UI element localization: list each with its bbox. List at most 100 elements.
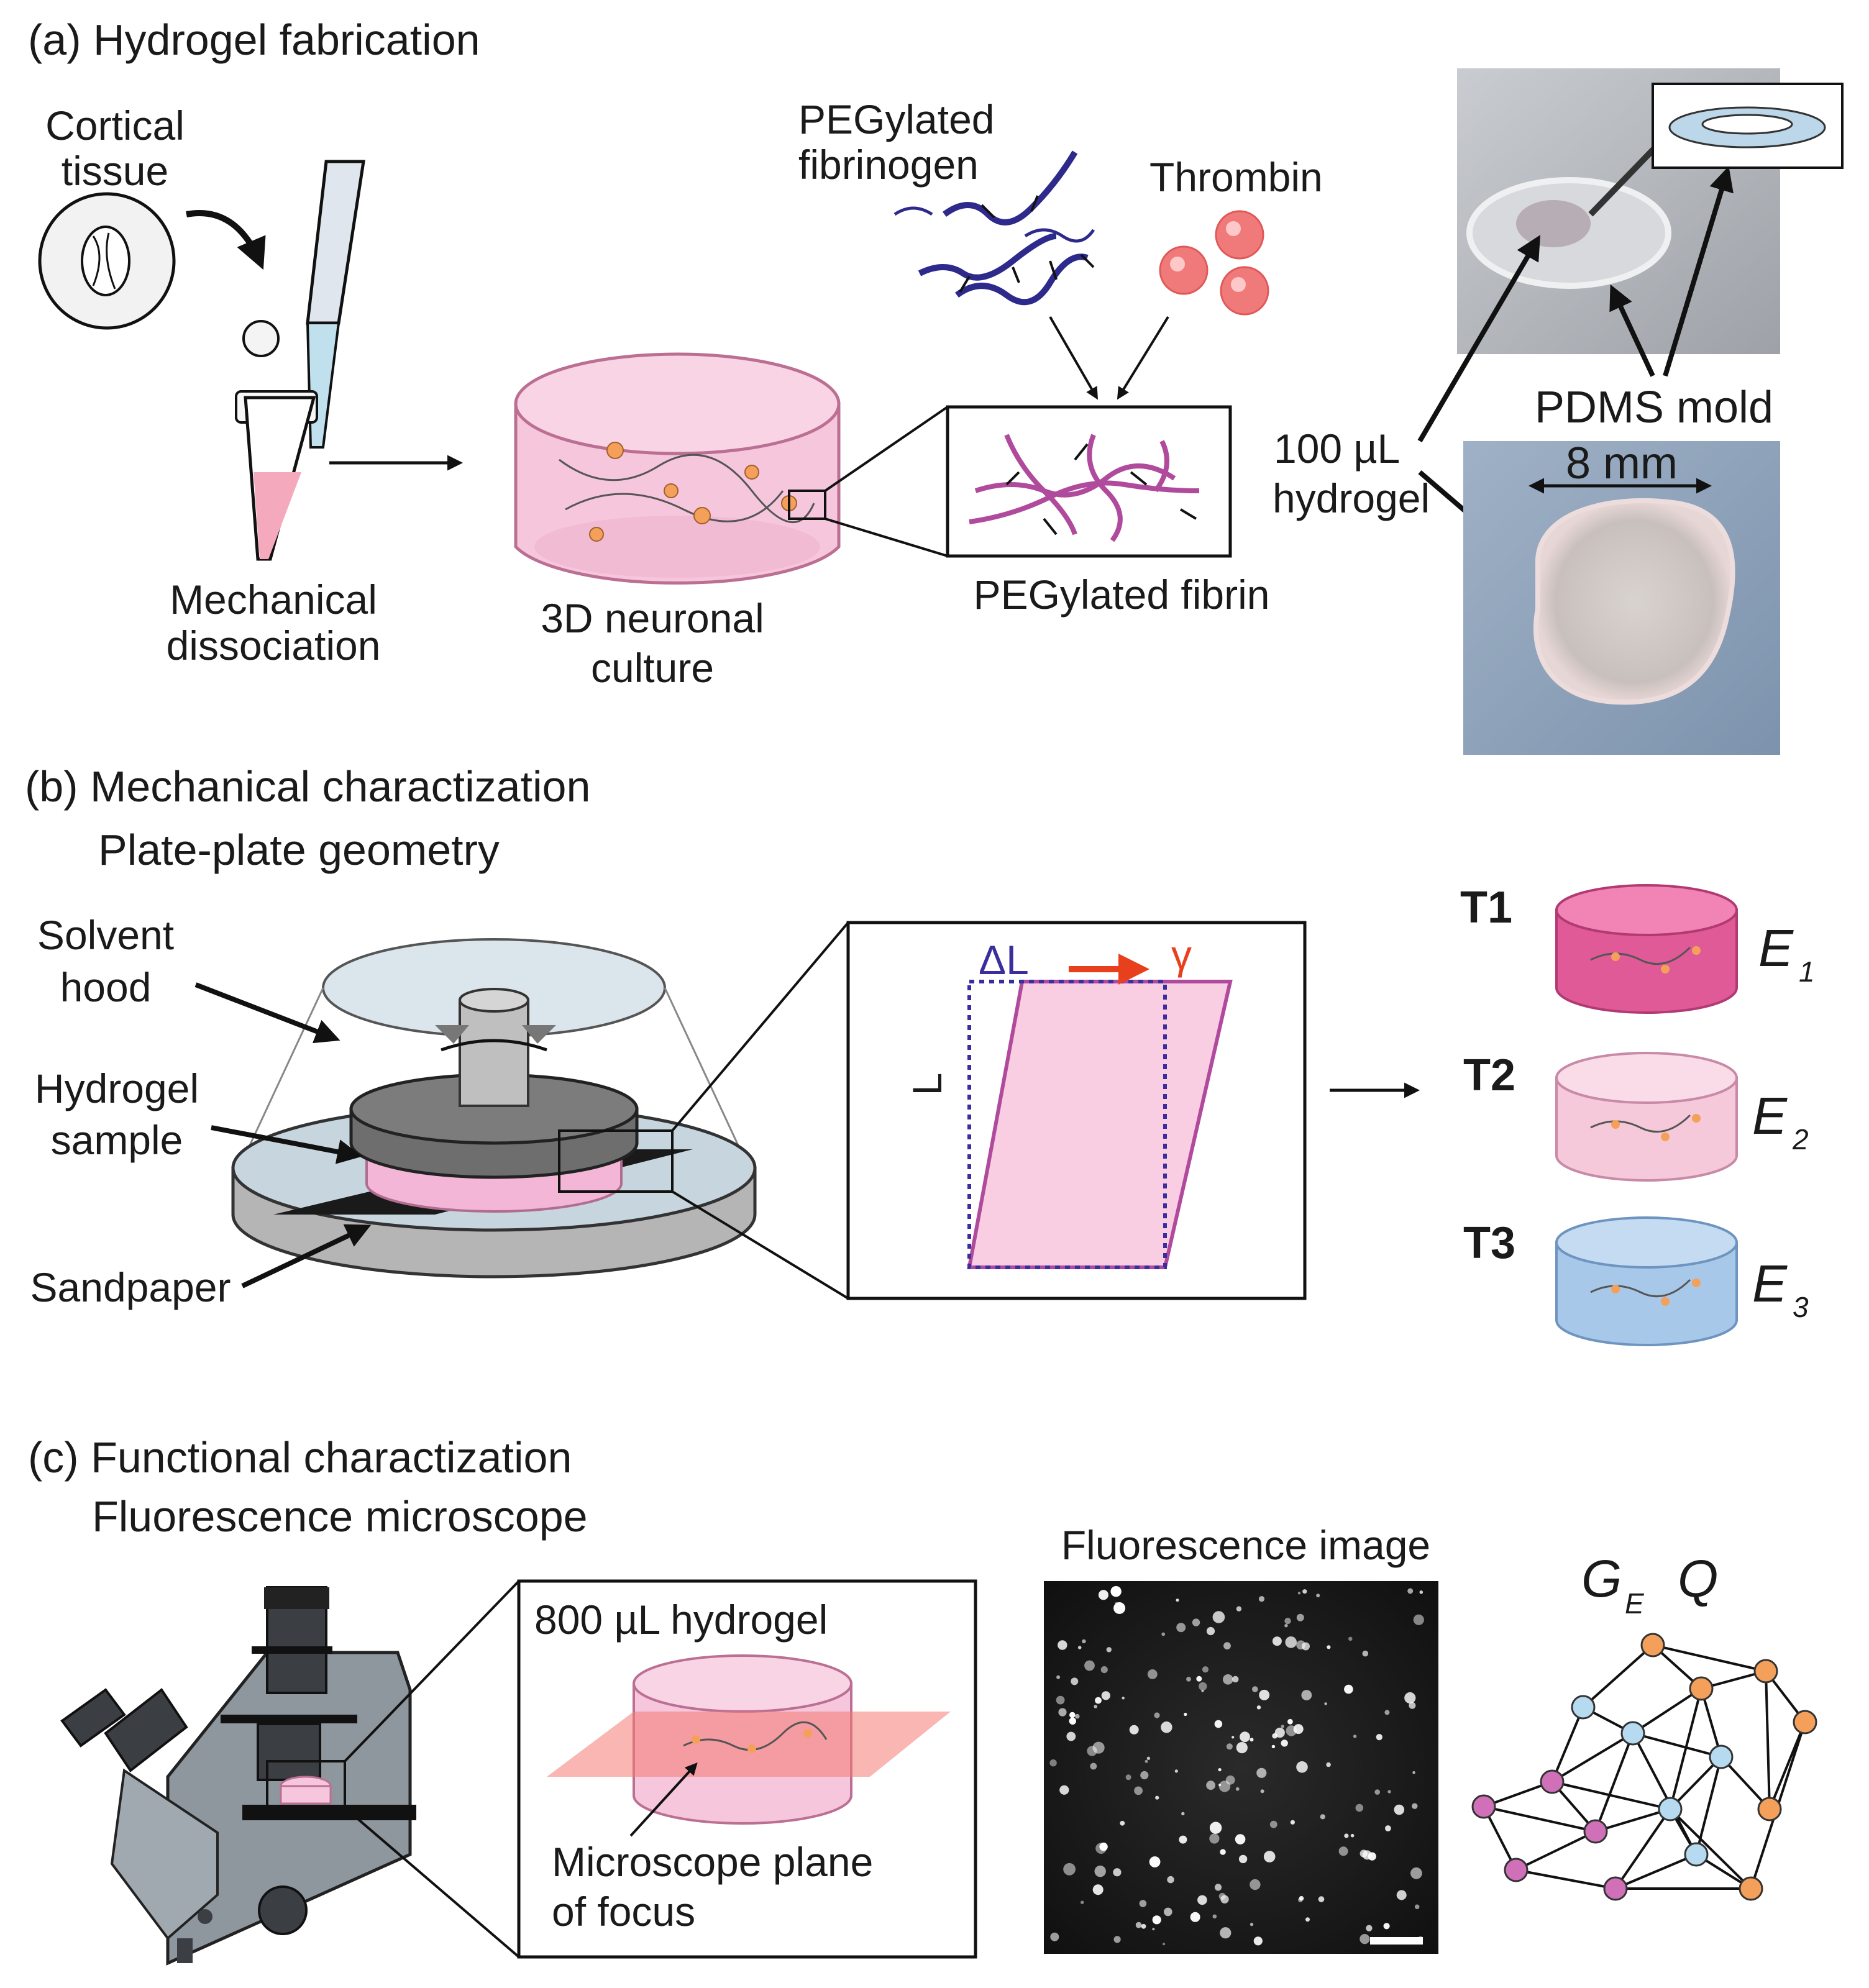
fluorescent-cell bbox=[1250, 1738, 1254, 1742]
fibrin-label: PEGylated fibrin bbox=[974, 572, 1270, 618]
fluorescent-cell bbox=[1192, 1618, 1200, 1626]
fluorescent-cell bbox=[1320, 1814, 1325, 1820]
fluorescent-cell bbox=[1069, 1712, 1076, 1718]
fluorescent-cell bbox=[1281, 1725, 1284, 1728]
fluorescent-cell bbox=[1284, 1624, 1288, 1628]
fluorescent-cell bbox=[1362, 1850, 1372, 1860]
panel-c-subtitle: Fluorescence microscope bbox=[92, 1492, 588, 1541]
fluorescent-cell bbox=[1098, 1590, 1108, 1600]
pegylated-fibrin-box bbox=[946, 405, 1232, 558]
fluorescent-cell bbox=[1238, 1854, 1248, 1864]
fluorescent-cell bbox=[1186, 1677, 1191, 1682]
cortical-label-line1: Cortical bbox=[45, 103, 185, 148]
fluorescent-cell bbox=[1049, 1759, 1057, 1767]
fluorescent-cell bbox=[1071, 1677, 1079, 1685]
fluorescent-cell bbox=[1197, 1895, 1207, 1905]
fluorescent-cell bbox=[1404, 1692, 1416, 1704]
fluorescent-cell bbox=[1353, 1735, 1357, 1738]
fluorescent-cell bbox=[1412, 1771, 1415, 1774]
graph-node bbox=[1571, 1695, 1596, 1720]
fluorescence-image bbox=[1044, 1581, 1438, 1954]
size-label: 8 mm bbox=[1566, 439, 1678, 488]
graph-node bbox=[1793, 1710, 1817, 1735]
fluorescent-cell bbox=[1305, 1917, 1310, 1922]
fluorescence-cells bbox=[1049, 1586, 1424, 1946]
graph-node bbox=[1709, 1744, 1734, 1769]
sandpaper-label: Sandpaper bbox=[30, 1264, 231, 1310]
fluorescent-cell bbox=[1376, 1734, 1382, 1741]
e1-label: E bbox=[1758, 919, 1794, 977]
e3-subscript: 3 bbox=[1793, 1291, 1809, 1323]
fluorescent-cell bbox=[1396, 1890, 1407, 1900]
fluorescent-cell bbox=[1316, 1594, 1320, 1598]
fluorescent-cell bbox=[1410, 1867, 1422, 1879]
graph-node bbox=[1504, 1858, 1529, 1882]
fluorescent-cell bbox=[1135, 1922, 1142, 1928]
fluorescent-cell bbox=[1298, 1897, 1303, 1902]
fluorescent-cell bbox=[1296, 1640, 1306, 1650]
fluorescent-cell bbox=[1110, 1586, 1122, 1597]
fluorescent-cell bbox=[1348, 1636, 1353, 1641]
graph-node bbox=[1684, 1842, 1709, 1867]
fluorescent-cell bbox=[1129, 1725, 1139, 1735]
fluorescent-cell bbox=[1075, 1713, 1080, 1719]
fluorescent-cell bbox=[1167, 1876, 1174, 1884]
fluorescent-cell bbox=[1087, 1746, 1097, 1756]
fluorescent-cell bbox=[1090, 1762, 1097, 1770]
fluorescent-cell bbox=[1149, 1856, 1161, 1867]
solvent-arrow bbox=[194, 982, 340, 1044]
fluorescent-cell bbox=[1338, 1846, 1348, 1856]
panel-b-title: (b) Mechanical charactization bbox=[25, 762, 590, 811]
graph-node bbox=[1753, 1659, 1778, 1684]
fluorescent-cell bbox=[1226, 1743, 1233, 1750]
fluorescent-cell bbox=[1318, 1896, 1325, 1902]
g-label: G bbox=[1581, 1549, 1622, 1608]
fluorescent-cell bbox=[1058, 1708, 1067, 1717]
zoom-line-bottom bbox=[825, 518, 948, 557]
fluorescent-cell bbox=[1387, 1790, 1391, 1794]
fluorescent-cell bbox=[1223, 1642, 1231, 1650]
t1-label: T1 bbox=[1460, 883, 1512, 932]
fluorescent-cell bbox=[1324, 1702, 1327, 1705]
fluorescent-cell bbox=[1152, 1928, 1155, 1931]
fluorescent-cell bbox=[1223, 1674, 1233, 1685]
c-zoom-line-bottom bbox=[344, 1807, 520, 1958]
fluorescent-cell bbox=[1209, 1822, 1222, 1834]
e3-label: E bbox=[1752, 1254, 1788, 1313]
fluorescent-cell bbox=[1176, 1598, 1179, 1602]
focus-arrow bbox=[629, 1762, 698, 1837]
curved-arrow bbox=[186, 209, 266, 270]
g-subscript: E bbox=[1625, 1587, 1645, 1620]
volume-label-line2: hydrogel bbox=[1273, 475, 1430, 521]
scale-bar bbox=[1370, 1937, 1423, 1945]
fluorescent-cell bbox=[1362, 1650, 1369, 1657]
graph-node bbox=[1583, 1819, 1608, 1844]
fluorescent-cell bbox=[1113, 1868, 1122, 1877]
fluorescent-cell bbox=[1101, 1691, 1110, 1700]
fluorescence-title: Fluorescence image bbox=[1061, 1522, 1430, 1568]
fluorescent-cell bbox=[1218, 1892, 1226, 1900]
fluorescent-cell bbox=[1095, 1697, 1102, 1704]
fluorescent-cell bbox=[1250, 1922, 1254, 1926]
pdms-mold-label: PDMS mold bbox=[1535, 383, 1773, 432]
t3-label: T3 bbox=[1463, 1218, 1515, 1268]
e1-subscript: 1 bbox=[1799, 955, 1815, 988]
fluorescent-cell bbox=[1056, 1675, 1061, 1679]
fluorescent-cell bbox=[1260, 1789, 1264, 1794]
fluorescent-cell bbox=[1326, 1762, 1331, 1767]
fluorescent-cell bbox=[1140, 1771, 1149, 1780]
thrombin-label: Thrombin bbox=[1149, 154, 1323, 200]
fluorescent-cell bbox=[1106, 1647, 1112, 1653]
fluorescent-cell bbox=[1120, 1820, 1125, 1826]
fluorescent-cell bbox=[1413, 1614, 1424, 1625]
arrow-mold-2 bbox=[1663, 166, 1734, 377]
fluorescent-cell bbox=[1125, 1774, 1131, 1781]
fluorescent-cell bbox=[1206, 1626, 1215, 1636]
focus-plane-box bbox=[517, 1579, 977, 1959]
fluorescent-cell bbox=[1113, 1602, 1126, 1614]
focus-label-line2: of focus bbox=[552, 1889, 695, 1935]
fluorescent-cell bbox=[1099, 1842, 1108, 1851]
fluorescent-cell bbox=[1066, 1731, 1076, 1741]
fluorescent-cell bbox=[1212, 1611, 1225, 1623]
